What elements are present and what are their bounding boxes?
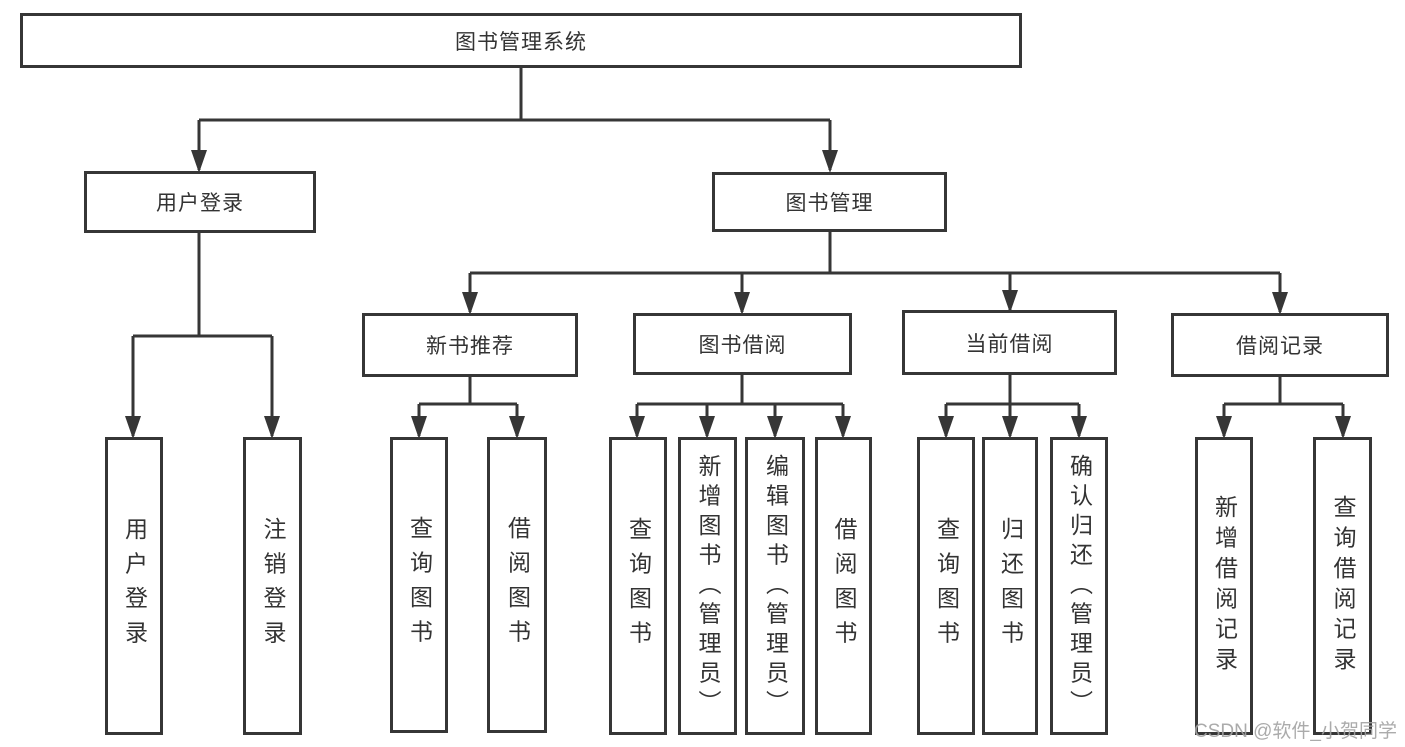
arrow-down-icon [629, 416, 645, 439]
leaf-confirm-return-admin: 确认归还（管理员） [1050, 437, 1108, 735]
leaf-borrow-books-2: 借阅图书 [815, 437, 872, 735]
connector-book-mgmt-children [462, 232, 1288, 315]
node-label: 查询图书 [933, 517, 960, 655]
arrow-down-icon [1002, 416, 1018, 439]
node-label: 用户登录 [121, 517, 148, 655]
leaf-borrow-books-1: 借阅图书 [487, 437, 547, 733]
arrow-down-icon [509, 416, 525, 439]
node-book-management: 图书管理 [712, 172, 947, 232]
arrow-down-icon [1272, 292, 1288, 315]
node-current-borrowing: 当前借阅 [902, 310, 1117, 375]
leaf-edit-books-admin: 编辑图书（管理员） [745, 437, 805, 735]
arrow-down-icon [734, 292, 750, 315]
arrow-down-icon [264, 416, 280, 439]
leaf-add-borrow-record: 新增借阅记录 [1195, 437, 1253, 735]
leaf-query-books-1: 查询图书 [390, 437, 448, 733]
node-label: 新增图书（管理员） [695, 453, 721, 719]
node-book-borrowing: 图书借阅 [633, 313, 852, 375]
arrow-down-icon [1071, 416, 1087, 439]
connector-book-borrow-children [629, 375, 851, 439]
node-borrowing-records: 借阅记录 [1171, 313, 1389, 377]
node-root-system: 图书管理系统 [20, 13, 1022, 68]
node-label: 借阅图书 [831, 517, 857, 655]
connector-new-book-rec-children [411, 377, 525, 439]
arrow-down-icon [125, 416, 141, 439]
node-label: 当前借阅 [965, 332, 1054, 356]
node-user-login: 用户登录 [84, 171, 316, 233]
leaf-add-books-admin: 新增图书（管理员） [678, 437, 737, 735]
arrow-down-icon [835, 416, 851, 439]
node-label: 查询图书 [406, 516, 433, 654]
leaf-logout: 注销登录 [243, 437, 302, 735]
node-label: 借阅图书 [504, 516, 531, 654]
leaf-query-books-3: 查询图书 [917, 437, 975, 735]
arrow-down-icon [1335, 416, 1351, 439]
connector-root-to-level2 [191, 68, 838, 173]
node-label: 确认归还（管理员） [1066, 453, 1093, 719]
csdn-watermark: CSDN @软件_小贺同学 [1194, 721, 1397, 742]
node-new-book-recommendation: 新书推荐 [362, 313, 578, 377]
node-label: 借阅记录 [1236, 335, 1324, 358]
node-label: 查询借阅记录 [1330, 494, 1356, 678]
node-label: 注销登录 [260, 517, 286, 655]
node-label: 查询图书 [625, 517, 652, 655]
arrow-down-icon [411, 416, 427, 439]
node-label: 新增借阅记录 [1211, 494, 1238, 678]
arrow-down-icon [1216, 416, 1232, 439]
leaf-user-login: 用户登录 [105, 437, 163, 735]
leaf-query-borrow-record: 查询借阅记录 [1313, 437, 1372, 735]
connector-current-borrow-children [938, 375, 1087, 439]
node-label: 图书管理 [785, 192, 874, 215]
node-label: 新书推荐 [426, 335, 514, 358]
node-label: 用户登录 [156, 192, 244, 215]
arrow-down-icon [462, 292, 478, 315]
node-label: 图书借阅 [698, 334, 787, 357]
node-label: 归还图书 [997, 517, 1024, 655]
node-label: 图书管理系统 [455, 30, 587, 54]
arrow-down-icon [1002, 290, 1018, 313]
leaf-return-books: 归还图书 [982, 437, 1038, 735]
arrow-down-icon [191, 150, 207, 173]
leaf-query-books-2: 查询图书 [609, 437, 667, 735]
node-label: 编辑图书（管理员） [762, 453, 789, 719]
connector-borrow-records-children [1216, 377, 1351, 439]
arrow-down-icon [822, 150, 838, 173]
arrow-down-icon [938, 416, 954, 439]
connector-user-login-children [125, 233, 280, 439]
arrow-down-icon [699, 416, 715, 439]
arrow-down-icon [767, 416, 783, 439]
